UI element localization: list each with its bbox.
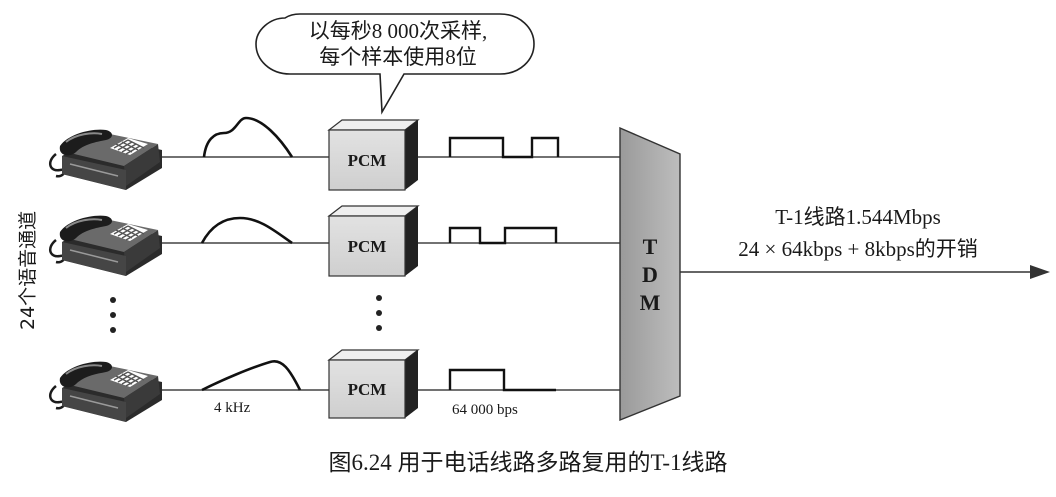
pcm-box: PCM <box>327 119 420 191</box>
channels-side-label: 24个语音通道 <box>17 211 39 330</box>
tdm-letter-m: M <box>640 290 661 315</box>
frequency-label: 4 kHz <box>214 400 251 416</box>
analog-waveforms <box>200 116 302 392</box>
pcm-label: PCM <box>348 151 387 170</box>
t1-output-arrow <box>680 265 1050 279</box>
tdm-multiplexer: T D M <box>619 126 681 422</box>
callout-line-2: 每个样本使用8位 <box>319 45 477 69</box>
telephone-icon <box>48 360 164 424</box>
pcm-box: PCM <box>327 205 420 277</box>
callout-line-1: 以每秒8 000次采样, <box>309 19 488 43</box>
sampling-callout: 以每秒8 000次采样, 每个样本使用8位 <box>255 13 535 115</box>
telephone-icon <box>48 214 164 278</box>
pcm-label: PCM <box>348 380 387 399</box>
digital-pulse-trains <box>448 136 560 392</box>
bitrate-label: 64 000 bps <box>452 402 518 418</box>
pcm-box: PCM <box>327 349 420 419</box>
pcm-label: PCM <box>348 237 387 256</box>
t1-overhead-label: 24 × 64kbps + 8kbps的开销 <box>738 237 978 261</box>
tdm-letter-d: D <box>642 262 658 287</box>
ellipsis-dots <box>110 295 382 333</box>
telephone-icon <box>48 128 164 192</box>
t1-rate-label: T-1线路1.544Mbps <box>775 205 941 229</box>
tdm-letter-t: T <box>643 234 658 259</box>
figure-caption: 图6.24 用于电话线路多路复用的T-1线路 <box>328 450 727 475</box>
